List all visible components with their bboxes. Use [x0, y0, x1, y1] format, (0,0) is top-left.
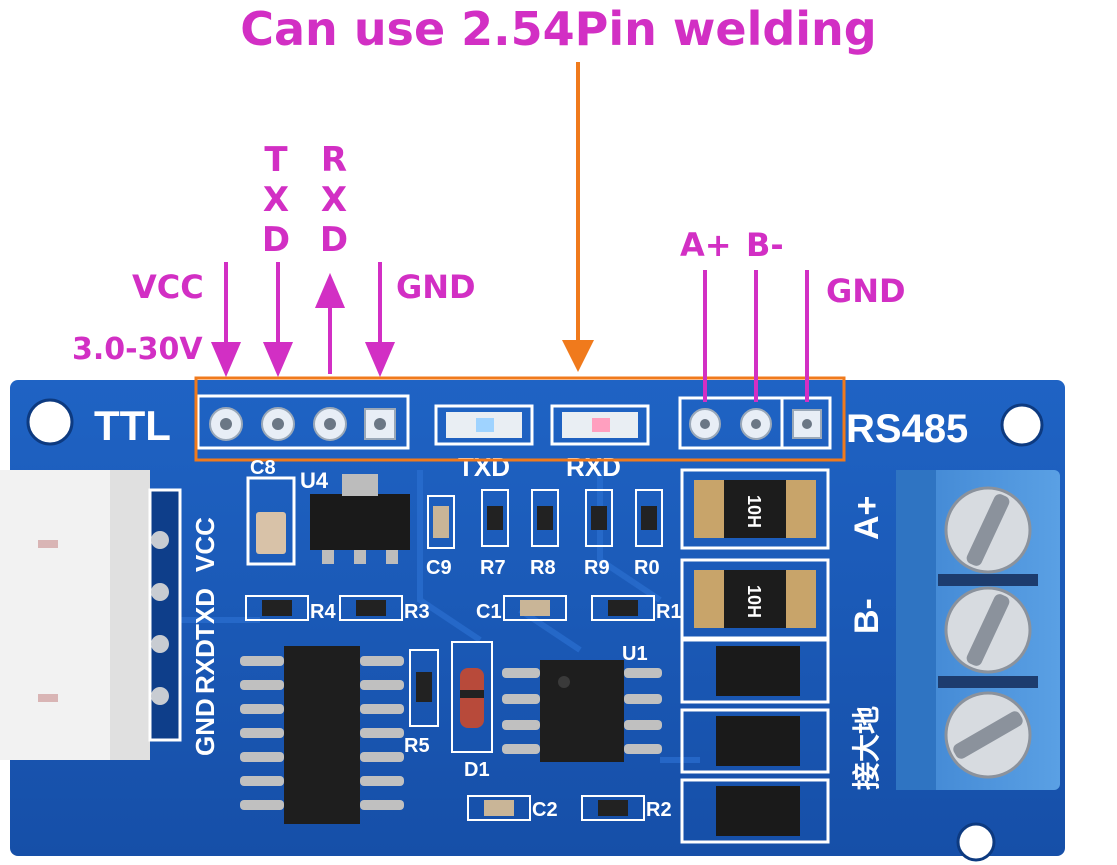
- led-txd-label: TXD: [458, 452, 510, 482]
- connector-label-vcc: VCC: [190, 517, 220, 572]
- ttl-silk-label: TTL: [94, 402, 171, 449]
- resistor-a-mark: 10H: [744, 495, 764, 528]
- label-r1: R1: [656, 601, 682, 623]
- jst-connector: [0, 470, 182, 760]
- smd-row-mid: [245, 595, 655, 621]
- label-r7: R7: [480, 557, 506, 579]
- txd-letter-t: T: [264, 140, 288, 180]
- tvs-diodes: [680, 638, 830, 844]
- screw-ground: [944, 691, 1032, 779]
- label-r5: R5: [404, 735, 430, 757]
- resistor-b-minus: [680, 558, 830, 640]
- screw-b: [944, 586, 1032, 674]
- terminal-label-b-minus: B-: [848, 598, 886, 634]
- label-c1: C1: [476, 601, 502, 623]
- ic-isolator: [240, 646, 404, 824]
- resistor-b-mark: 10H: [744, 585, 764, 618]
- label-d1: D1: [464, 759, 490, 781]
- resistor-r5: [409, 649, 439, 727]
- rxd-vertical-label: R X D: [316, 140, 352, 260]
- screw-a: [944, 486, 1032, 574]
- smd-row-top: [427, 489, 663, 549]
- connector-label-rxd: RXD: [190, 639, 220, 694]
- caption-title: Can use 2.54Pin welding: [240, 2, 877, 56]
- ic-transceiver-u1: [502, 660, 662, 762]
- label-r9: R9: [584, 557, 610, 579]
- vcc-label: VCC: [132, 268, 204, 306]
- label-r0: R0: [634, 557, 660, 579]
- led-rxd-label: RXD: [566, 452, 621, 482]
- mounting-holes: [26, 398, 1044, 862]
- connector-label-txd: TXD: [190, 588, 220, 640]
- label-u1: U1: [622, 643, 648, 665]
- rxd-letter-x: X: [320, 180, 348, 220]
- a-plus-label: A+: [680, 226, 732, 264]
- label-u4: U4: [300, 468, 329, 493]
- label-c2: C2: [532, 799, 558, 821]
- label-r3: R3: [404, 601, 430, 623]
- terminal-label-a-plus: A+: [848, 496, 886, 540]
- rxd-letter-r: R: [320, 140, 348, 180]
- rs485-silk-label: RS485: [846, 407, 968, 451]
- orange-arrow-head: [562, 340, 594, 372]
- capacitor-c8: [246, 476, 296, 566]
- pin-row-highlight: [194, 376, 846, 462]
- diode-d1: [451, 641, 493, 753]
- label-r2: R2: [646, 799, 672, 821]
- txd-letter-x: X: [262, 180, 290, 220]
- label-r4: R4: [310, 601, 336, 623]
- label-r8: R8: [530, 557, 556, 579]
- vcc-range-label: 3.0-30V: [72, 332, 203, 367]
- smd-row-bottom: [467, 795, 645, 821]
- label-c8: C8: [250, 457, 276, 479]
- rs485-header: [678, 396, 832, 450]
- mounting-hole-top-right: [1000, 403, 1044, 447]
- b-minus-label: B-: [746, 226, 784, 264]
- mounting-hole-top-left: [26, 398, 74, 446]
- led-txd: [434, 404, 534, 446]
- gnd-right-label: GND: [826, 272, 906, 310]
- screw-terminal: [896, 470, 1060, 790]
- regulator-u4: [310, 474, 410, 564]
- led-rxd: [550, 404, 650, 446]
- txd-letter-d: D: [261, 220, 291, 260]
- label-c9: C9: [426, 557, 452, 579]
- txd-vertical-label: T X D: [258, 140, 294, 260]
- mounting-hole-bottom-right: [956, 822, 996, 862]
- terminal-label-ground: 接大地: [851, 706, 882, 790]
- ttl-header: [196, 394, 410, 450]
- gnd-left-label: GND: [396, 268, 476, 306]
- connector-label-gnd: GND: [190, 698, 220, 756]
- resistor-a-plus: [680, 468, 830, 550]
- rxd-letter-d: D: [319, 220, 349, 260]
